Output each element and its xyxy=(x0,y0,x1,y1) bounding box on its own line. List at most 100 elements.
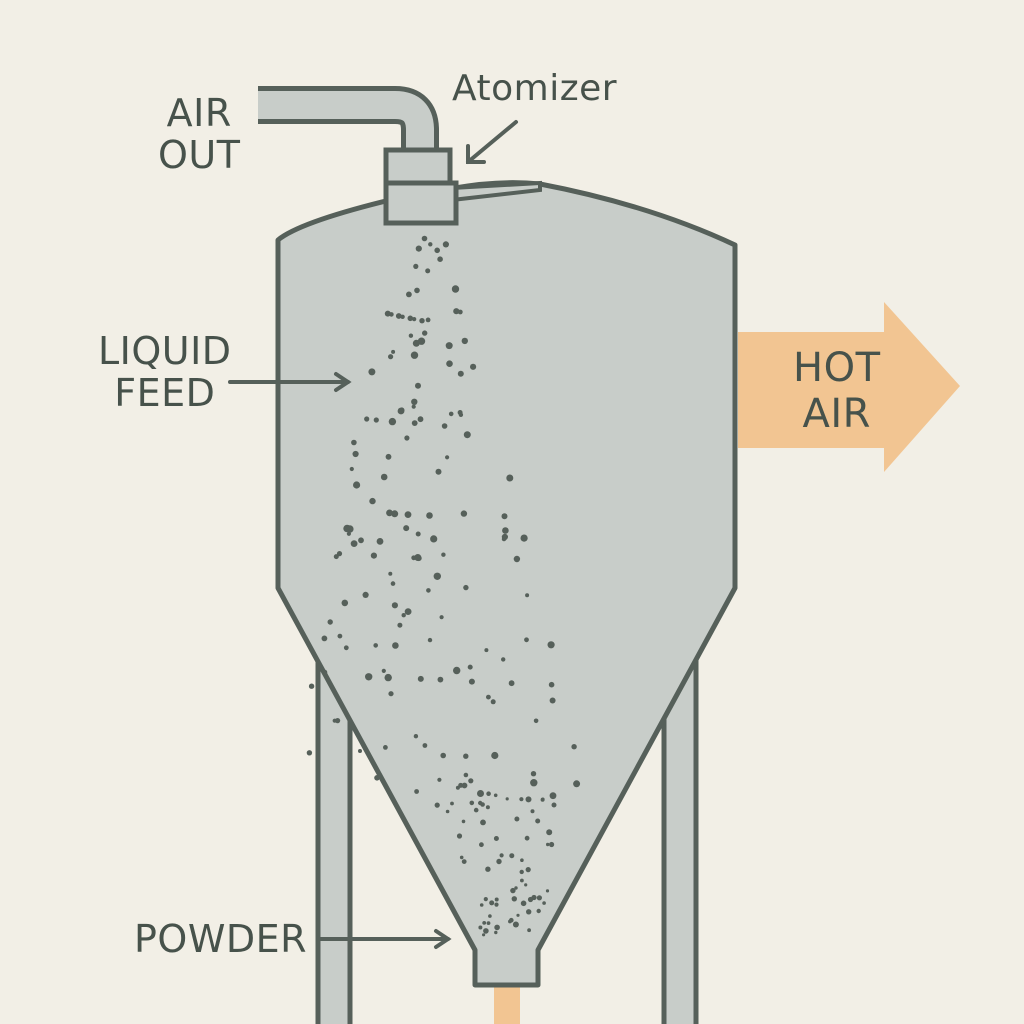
droplet xyxy=(463,753,469,759)
droplet xyxy=(486,694,491,700)
powder-particle xyxy=(478,800,483,806)
powder-particle xyxy=(461,859,467,864)
powder-particle xyxy=(530,809,535,814)
droplet xyxy=(520,534,528,542)
droplet xyxy=(457,410,463,415)
powder-outlet-stream xyxy=(494,982,520,1024)
powder-particle xyxy=(511,896,517,902)
powder-particle xyxy=(546,829,553,836)
droplet xyxy=(337,633,343,639)
droplet xyxy=(463,431,471,439)
droplet xyxy=(547,641,555,649)
hot-air-label-line-1: HOT xyxy=(793,345,881,391)
droplet xyxy=(411,555,417,561)
powder-particle xyxy=(494,924,500,931)
droplet xyxy=(381,668,386,674)
droplet xyxy=(530,779,538,787)
powder-particle xyxy=(493,836,499,841)
powder-particle xyxy=(512,921,519,928)
droplet xyxy=(413,734,419,739)
droplet xyxy=(548,681,555,688)
droplet xyxy=(453,666,461,675)
droplet xyxy=(383,745,388,750)
droplet xyxy=(336,551,343,557)
droplet xyxy=(413,263,419,269)
droplet xyxy=(388,354,394,360)
droplet xyxy=(506,474,514,482)
powder-particle xyxy=(493,793,498,798)
powder-particle xyxy=(483,897,488,902)
droplet xyxy=(417,416,424,423)
droplet xyxy=(434,247,441,254)
droplet xyxy=(430,535,438,543)
droplet xyxy=(435,468,442,475)
droplet xyxy=(376,538,384,545)
droplet xyxy=(391,602,398,609)
powder-particle xyxy=(536,895,543,901)
powder-particle xyxy=(489,900,495,906)
droplet xyxy=(524,637,529,643)
powder-particle xyxy=(505,797,509,801)
droplet xyxy=(333,554,339,560)
powder-particle xyxy=(519,797,524,802)
droplet xyxy=(525,593,530,598)
powder-particle xyxy=(516,913,520,917)
droplet xyxy=(501,657,506,662)
droplet xyxy=(412,339,420,347)
droplet xyxy=(513,555,521,563)
droplet xyxy=(491,751,499,760)
powder-particle xyxy=(482,921,487,925)
droplet xyxy=(419,318,425,324)
droplet xyxy=(448,411,454,417)
powder-particle xyxy=(486,921,491,925)
powder-particle xyxy=(519,869,524,875)
droplet xyxy=(388,571,393,576)
powder-particle xyxy=(459,855,464,860)
droplet xyxy=(422,330,428,336)
powder-particle xyxy=(499,853,504,858)
droplet xyxy=(437,256,443,263)
droplet xyxy=(460,510,468,517)
droplet xyxy=(427,637,433,643)
powder-particle xyxy=(536,908,541,914)
droplet xyxy=(385,453,392,460)
powder-pointer-head xyxy=(434,929,452,949)
droplet xyxy=(364,416,370,422)
droplet xyxy=(501,513,508,520)
powder-particle xyxy=(488,914,492,918)
powder-particle xyxy=(520,878,524,883)
droplet xyxy=(414,287,420,294)
spray-droplets xyxy=(306,235,581,937)
liquid-feed-label-line-1: LIQUID xyxy=(98,329,232,373)
droplet xyxy=(391,510,399,518)
droplet xyxy=(400,314,405,319)
liquid-feed-pointer-head xyxy=(334,372,352,392)
droplet xyxy=(426,588,431,593)
droplet xyxy=(358,749,362,753)
droplet xyxy=(445,342,453,350)
droplet xyxy=(395,313,402,319)
droplet xyxy=(321,635,328,642)
droplet xyxy=(571,744,577,750)
powder-particle xyxy=(551,802,557,808)
droplet xyxy=(374,775,380,781)
powder-particle xyxy=(509,853,515,859)
powder-particle xyxy=(525,796,532,803)
droplet xyxy=(403,525,410,532)
droplet xyxy=(425,268,431,274)
droplet xyxy=(437,777,442,782)
powder-particle xyxy=(494,902,499,907)
droplet xyxy=(415,531,421,537)
droplet xyxy=(468,778,474,784)
powder-label: POWDER xyxy=(134,917,308,961)
droplet xyxy=(433,572,441,580)
droplet xyxy=(451,285,460,293)
powder-particle xyxy=(434,802,440,808)
droplet xyxy=(410,351,419,359)
powder-particle xyxy=(479,842,484,848)
droplet xyxy=(421,235,428,242)
powder-particle xyxy=(520,858,524,862)
air-out-pipe xyxy=(258,86,439,152)
powder-particle xyxy=(514,886,518,890)
